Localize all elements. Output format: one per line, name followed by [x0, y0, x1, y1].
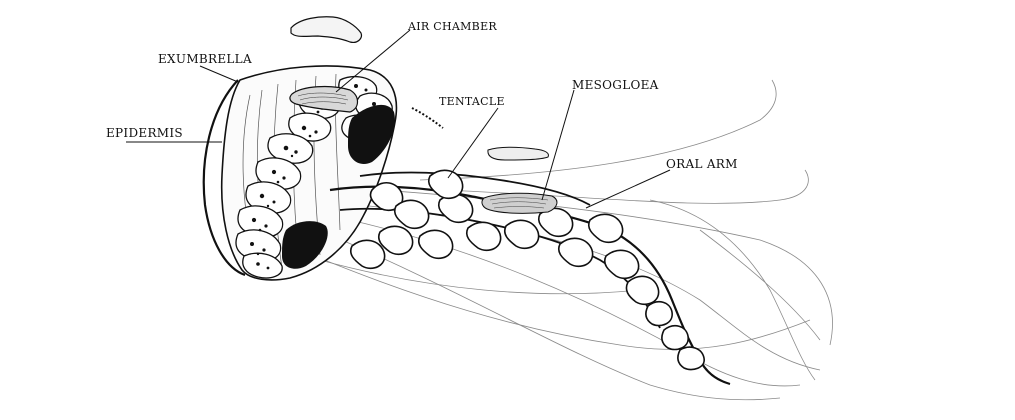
mesogloea-band	[481, 192, 558, 214]
label-oral-arm: ORAL ARM	[666, 157, 738, 171]
leader-mesogloea	[541, 89, 575, 201]
subumbrella-cavity-lower	[282, 221, 328, 269]
label-tentacle: TENTACLE	[439, 95, 505, 108]
label-air-chamber: AIR CHAMBER	[408, 20, 497, 33]
bell-outer-rim	[202, 79, 246, 277]
small-tentacle-fragment	[411, 107, 444, 129]
leader-air-chamber	[335, 29, 411, 93]
leader-tentacle	[447, 107, 499, 179]
label-epidermis: EPIDERMIS	[106, 126, 183, 140]
air-chamber	[289, 85, 359, 113]
leader-lines	[126, 29, 671, 209]
leader-exumbrella	[199, 65, 239, 83]
label-mesogloea: MESOGLOEA	[572, 78, 659, 92]
mesogloea-texture	[489, 197, 549, 209]
air-chamber-texture	[297, 92, 349, 105]
oral-arms	[329, 169, 731, 386]
subumbrella-cavity-upper	[348, 104, 395, 165]
leader-oral-arm	[585, 169, 671, 209]
debris-fragment-top	[290, 16, 363, 43]
debris-fragment-mid	[487, 146, 549, 161]
label-exumbrella: EXUMBRELLA	[158, 52, 252, 66]
